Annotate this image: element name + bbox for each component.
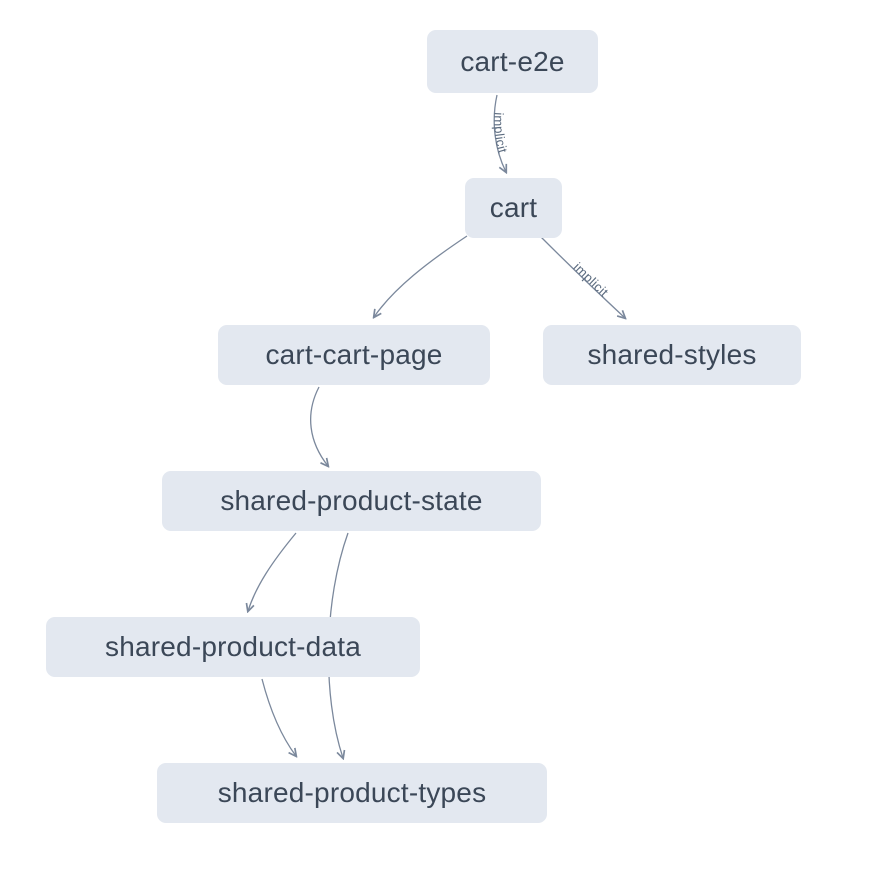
edge-cart-e2e-cart [493, 94, 506, 172]
node-label-shared-product-types: shared-product-types [217, 777, 487, 808]
node-shared-product-data[interactable]: shared-product-data [46, 617, 420, 677]
edge-shared-product-data-shared-product-types [261, 678, 296, 756]
node-label-cart: cart [489, 192, 538, 223]
edge-label-implicit-2: implicit [570, 259, 611, 299]
edge-cart-cart-cart-page [374, 235, 468, 317]
edge-cart-cart-page-shared-product-state [309, 386, 328, 466]
node-label-cart-e2e: cart-e2e [460, 45, 565, 77]
edge-label-implicit-0: implicit [491, 112, 510, 155]
node-cart-e2e[interactable]: cart-e2e [427, 30, 598, 93]
node-label-shared-product-data: shared-product-data [105, 631, 361, 662]
node-shared-styles[interactable]: shared-styles [543, 325, 801, 385]
edge-shared-product-state-shared-product-data [248, 532, 297, 611]
node-label-shared-styles: shared-styles [587, 339, 757, 370]
node-cart-cart-page[interactable]: cart-cart-page [218, 325, 490, 385]
node-label-cart-cart-page: cart-cart-page [265, 339, 443, 370]
node-shared-product-types[interactable]: shared-product-types [157, 763, 547, 823]
node-shared-product-state[interactable]: shared-product-state [162, 471, 541, 531]
edge-cart-shared-styles [540, 236, 625, 318]
node-cart[interactable]: cart [465, 178, 562, 238]
node-label-shared-product-state: shared-product-state [220, 485, 483, 516]
